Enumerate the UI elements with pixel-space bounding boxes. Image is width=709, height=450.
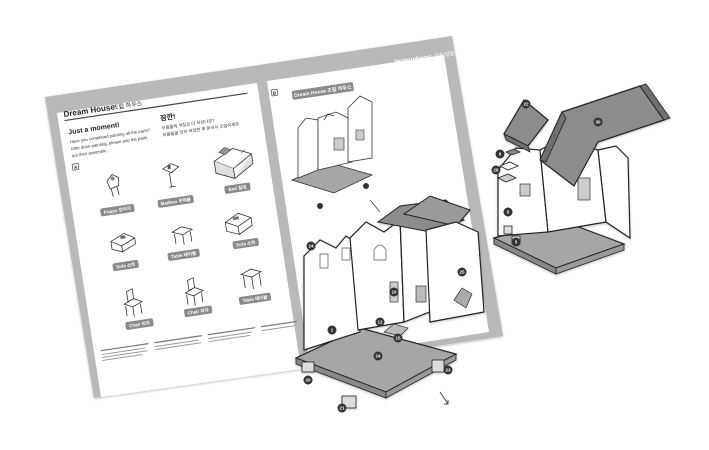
part-mailbox [161,163,180,188]
house-right [492,83,671,275]
step-b-box [270,88,279,97]
step-a-box [71,163,80,171]
callout-20: 20 [305,378,311,383]
part-label-text-1: Mailbox 우체통 [160,196,191,207]
part-label-text-8: Table 테이블 [242,294,268,305]
callout-5: 5 [507,210,510,215]
part-label-text-7: Chair 의자 [187,306,210,316]
notice-heading-ko: 잠깐! [160,112,176,123]
callout-23: 23 [445,368,451,373]
header-label-ko: 조립설명서 [434,48,460,60]
part-label-4: Table 테이블 [167,248,200,261]
callout-25: 25 [459,270,465,275]
fine-print [100,320,297,361]
step-a-label: A [74,165,79,171]
callout-24: 24 [308,244,314,249]
step-b-label: B [273,90,278,96]
house-front [294,195,485,409]
part-table-2 [240,268,263,289]
part-label-1: Mailbox 우체통 [157,195,194,208]
part-bed [213,147,254,179]
part-label-0: Puppy 강아지 [100,203,135,217]
part-puppy [106,174,120,197]
part-label-text-6: Chair 의자 [129,319,152,329]
callout-21: 21 [339,406,345,411]
callout-1: 1 [331,328,334,333]
part-chair-2 [184,277,205,306]
part-label-text-0: Puppy 강아지 [103,205,131,216]
part-label-7: Chair 의자 [184,305,213,318]
arrow-down [439,391,449,405]
callout-24b: 24 [375,354,381,359]
part-sofa-2 [224,212,253,235]
callout-10: 10 [391,290,397,295]
part-label-text-4: Table 테이블 [171,250,197,261]
callout-28: 28 [493,168,499,173]
part-label-2: Bed 침대 [224,182,251,194]
part-label-6: Chair 의자 [125,318,154,330]
part-label-text-3: Sofa 소파 [116,261,137,271]
part-label-text-2: Bed 침대 [228,184,247,194]
notice-line-3: out then assemble. [71,148,108,158]
callout-30: 30 [595,120,601,125]
callouts-front: 24 1 24 10 25 15 20 23 21 12 [303,241,467,413]
callout-22: 22 [523,102,529,107]
part-label-5: Sofa 소파 [232,237,259,250]
part-label-text-5: Sofa 소파 [236,239,257,249]
part-label-3: Sofa 소파 [112,259,139,272]
assembly-diagram-small [290,95,381,213]
callout-6: 6 [499,152,502,157]
callout-3: 3 [515,240,518,245]
callouts-right: 22 30 6 28 5 3 [491,99,603,247]
part-sofa-1 [110,232,136,253]
part-label-8: Table 테이블 [238,292,272,305]
callout-12: 12 [377,320,383,325]
part-chair-1 [123,288,144,317]
part-table-1 [171,226,194,245]
title-underline [64,92,248,122]
callout-15: 15 [395,336,401,341]
